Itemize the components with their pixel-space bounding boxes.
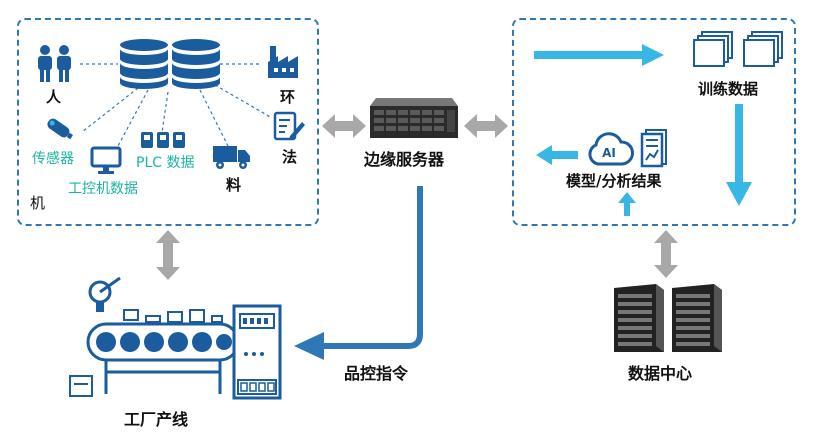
training-region [512, 18, 796, 226]
label-sensor: 传感器 [32, 151, 74, 167]
edge-server-icon [370, 98, 458, 138]
database-icon [120, 39, 168, 89]
label-environment: 环 [280, 88, 296, 106]
arrow-right-icon [534, 44, 664, 66]
database-icon [172, 39, 220, 89]
training-data-icon [693, 31, 783, 67]
model-results-label: 模型/分析结果 [566, 172, 662, 190]
bidirectional-arrow-icon [654, 230, 678, 278]
bidirectional-arrow-icon [156, 230, 180, 280]
data-center-label: 数据中心 [628, 364, 693, 383]
arrow-down-icon [726, 104, 752, 206]
report-icon [640, 129, 667, 168]
ai-badge-text: AI [602, 146, 616, 160]
label-machine: 机 [30, 194, 46, 212]
truck-icon [213, 146, 250, 169]
edge-server-label: 边缘服务器 [364, 150, 445, 169]
monitor-icon [90, 146, 122, 174]
ai-cloud-icon: AI [588, 132, 634, 166]
bidirectional-arrow-icon [322, 114, 366, 138]
factory-line-label: 工厂产线 [124, 410, 189, 429]
edge-data-region [17, 18, 319, 226]
plc-icon [141, 132, 185, 148]
factory-line-icon [69, 276, 282, 400]
label-ipc-data: 工控机数据 [68, 181, 138, 197]
factory-icon [268, 46, 298, 78]
arrow-up-icon [618, 192, 636, 216]
sensor-icon [47, 118, 74, 140]
document-edit-icon [273, 111, 305, 141]
label-person: 人 [46, 88, 62, 106]
label-material: 料 [226, 176, 242, 194]
label-method: 法 [282, 148, 298, 166]
people-icon [38, 45, 71, 82]
bidirectional-arrow-icon [464, 114, 508, 138]
arrow-left-icon [536, 145, 578, 165]
quality-command-arrow [294, 186, 423, 360]
training-data-label: 训练数据 [698, 80, 759, 98]
data-center-server-icon [614, 284, 722, 352]
label-plc-data: PLC 数据 [136, 155, 195, 171]
quality-command-label: 品控指令 [344, 364, 409, 383]
